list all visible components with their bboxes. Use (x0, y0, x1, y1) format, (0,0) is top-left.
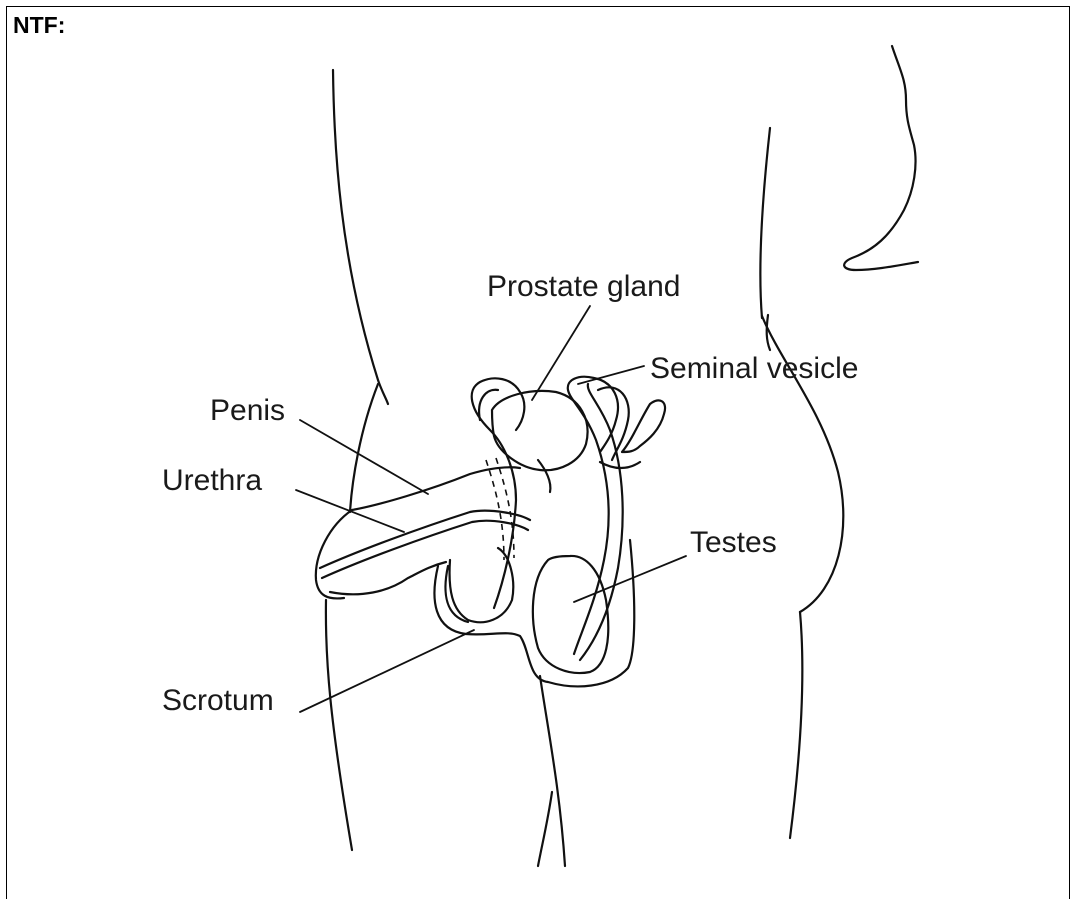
label-scrotum: Scrotum (162, 684, 274, 717)
leader-seminal-vesicle (578, 366, 644, 384)
label-prostate-gland: Prostate gland (487, 270, 680, 303)
leader-urethra (296, 490, 404, 532)
inner-thigh-right (538, 792, 552, 866)
penis-upper (352, 467, 520, 510)
back-thigh-contour (790, 612, 802, 838)
arm-contour (844, 46, 918, 270)
back-contour (760, 128, 770, 318)
penis-glans (316, 510, 352, 598)
label-urethra: Urethra (162, 464, 262, 497)
leader-prostate-gland (532, 306, 590, 400)
body-front-contour (333, 70, 388, 404)
thigh-front-contour (350, 384, 378, 512)
urethra-upper (320, 511, 530, 568)
prostate-inner (538, 460, 550, 492)
label-seminal-vesicle: Seminal vesicle (650, 352, 858, 385)
thigh-front-lower (326, 600, 352, 850)
leader-testes (574, 556, 686, 602)
label-penis: Penis (210, 394, 285, 427)
prostate-gland (492, 391, 588, 470)
right-testis (533, 556, 608, 673)
label-testes: Testes (690, 526, 777, 559)
vas-deferens-right (568, 377, 618, 654)
